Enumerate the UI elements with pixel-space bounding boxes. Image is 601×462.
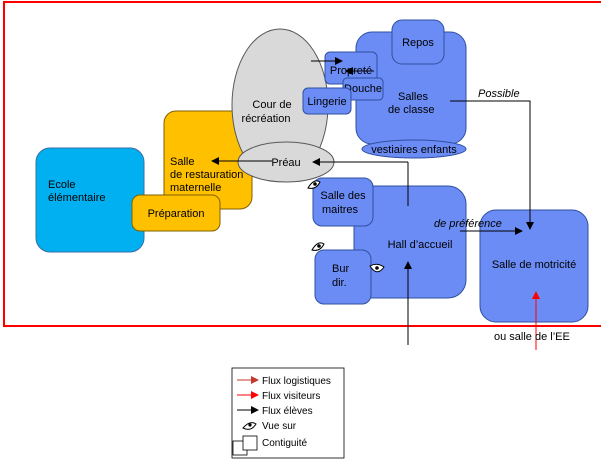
- legend: Flux logistiques Flux visiteurs Flux élè…: [231, 367, 345, 459]
- repos-box: [391, 19, 445, 65]
- preau-label: Préau: [271, 157, 300, 169]
- salle-maitres-box: [312, 177, 374, 227]
- ecole-elementaire-label-1: Ecole: [48, 179, 76, 191]
- eye-icon: [307, 180, 321, 189]
- flow-classe-to-motricite: [450, 100, 534, 230]
- salle-restauration-label-3: maternelle: [170, 182, 221, 194]
- vestiaires-label: vestiaires enfants: [371, 144, 457, 156]
- salle-restauration-label-1: Salle: [170, 156, 194, 168]
- douche-label: Douche: [344, 83, 382, 95]
- bureau-directeur-box: [314, 249, 372, 305]
- ecole-elementaire-label-2: élémentaire: [48, 192, 105, 204]
- preparation-label: Préparation: [148, 208, 205, 220]
- salle-motricite-box: [479, 209, 589, 323]
- cour-recreation-label-1: Cour de: [252, 99, 291, 111]
- salle-maitres-label-1: Salle des: [320, 190, 366, 202]
- eye-icon: [242, 422, 257, 430]
- legend-item-label: Flux logistiques: [262, 376, 331, 387]
- salle-motricite-label: Salle de motricité: [492, 259, 576, 271]
- salles-classe-label-2: de classe: [388, 104, 434, 116]
- legend-item-label: Flux élèves: [262, 406, 313, 417]
- hall-accueil-label: Hall d’accueil: [388, 239, 453, 251]
- preparation-box: [131, 194, 221, 232]
- lingerie-label: Lingerie: [307, 96, 346, 108]
- cour-recreation-label-2: récréation: [242, 113, 291, 125]
- salles-classe-label-1: Salles: [398, 91, 428, 103]
- contiguity-icon: [232, 435, 258, 456]
- annotation-possible: Possible: [478, 88, 520, 100]
- annotation-de-preference: de préférence: [434, 218, 502, 230]
- salle-maitres-label-2: maitres: [322, 204, 359, 216]
- eye-icon: [369, 263, 385, 273]
- annotation-ou-salle: ou salle de l’EE: [494, 331, 570, 343]
- site-boundary: [3, 1, 601, 327]
- salle-restauration-label-2: de restauration: [170, 169, 243, 181]
- bureau-directeur-label-1: Bur: [332, 263, 349, 275]
- bureau-directeur-label-2: dir.: [332, 277, 347, 289]
- legend-item-label: Vue sur: [262, 421, 297, 432]
- lingerie-box: [302, 87, 352, 115]
- eye-icon: [311, 242, 325, 251]
- legend-item-label: Flux visiteurs: [262, 391, 320, 402]
- legend-item-label: Contiguité: [262, 438, 307, 449]
- repos-label: Repos: [402, 37, 434, 49]
- vestiaires-shape: [361, 139, 467, 159]
